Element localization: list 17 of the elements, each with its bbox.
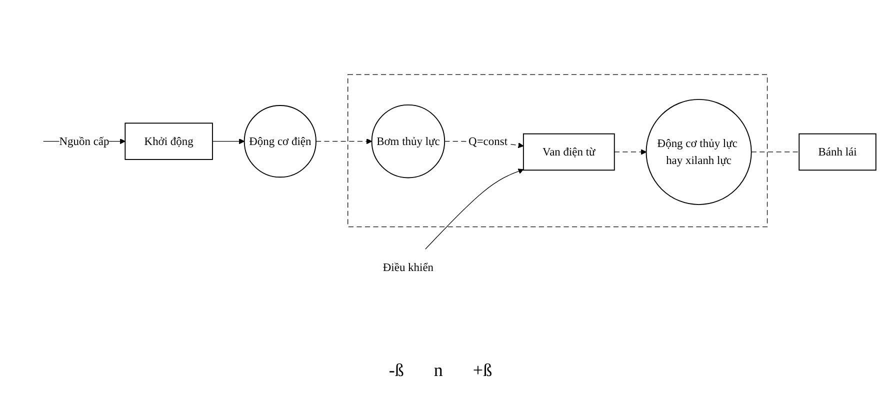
rotation-label: +ß — [472, 360, 492, 381]
cluster — [348, 74, 768, 228]
arrow — [425, 168, 524, 250]
arrow — [614, 149, 646, 155]
node-text: Điều khiển — [382, 260, 434, 274]
edge-label: Nguồn cấp — [59, 134, 110, 148]
node-circle: Động cơ điện — [244, 105, 316, 178]
rotation-label: -ß — [388, 360, 404, 381]
node-box: Bánh lái — [798, 133, 876, 171]
node-box: Khởi động — [124, 122, 213, 160]
rotation-label: n — [434, 360, 443, 381]
node-circle: Động cơ thủy lực hay xilanh lực — [646, 98, 752, 206]
arrow — [212, 138, 245, 144]
arrow — [316, 138, 372, 144]
edge-label: Q=const — [468, 134, 508, 148]
node-circle: Bơm thủy lực — [371, 104, 446, 178]
node-box: Van điện từ — [522, 133, 615, 171]
